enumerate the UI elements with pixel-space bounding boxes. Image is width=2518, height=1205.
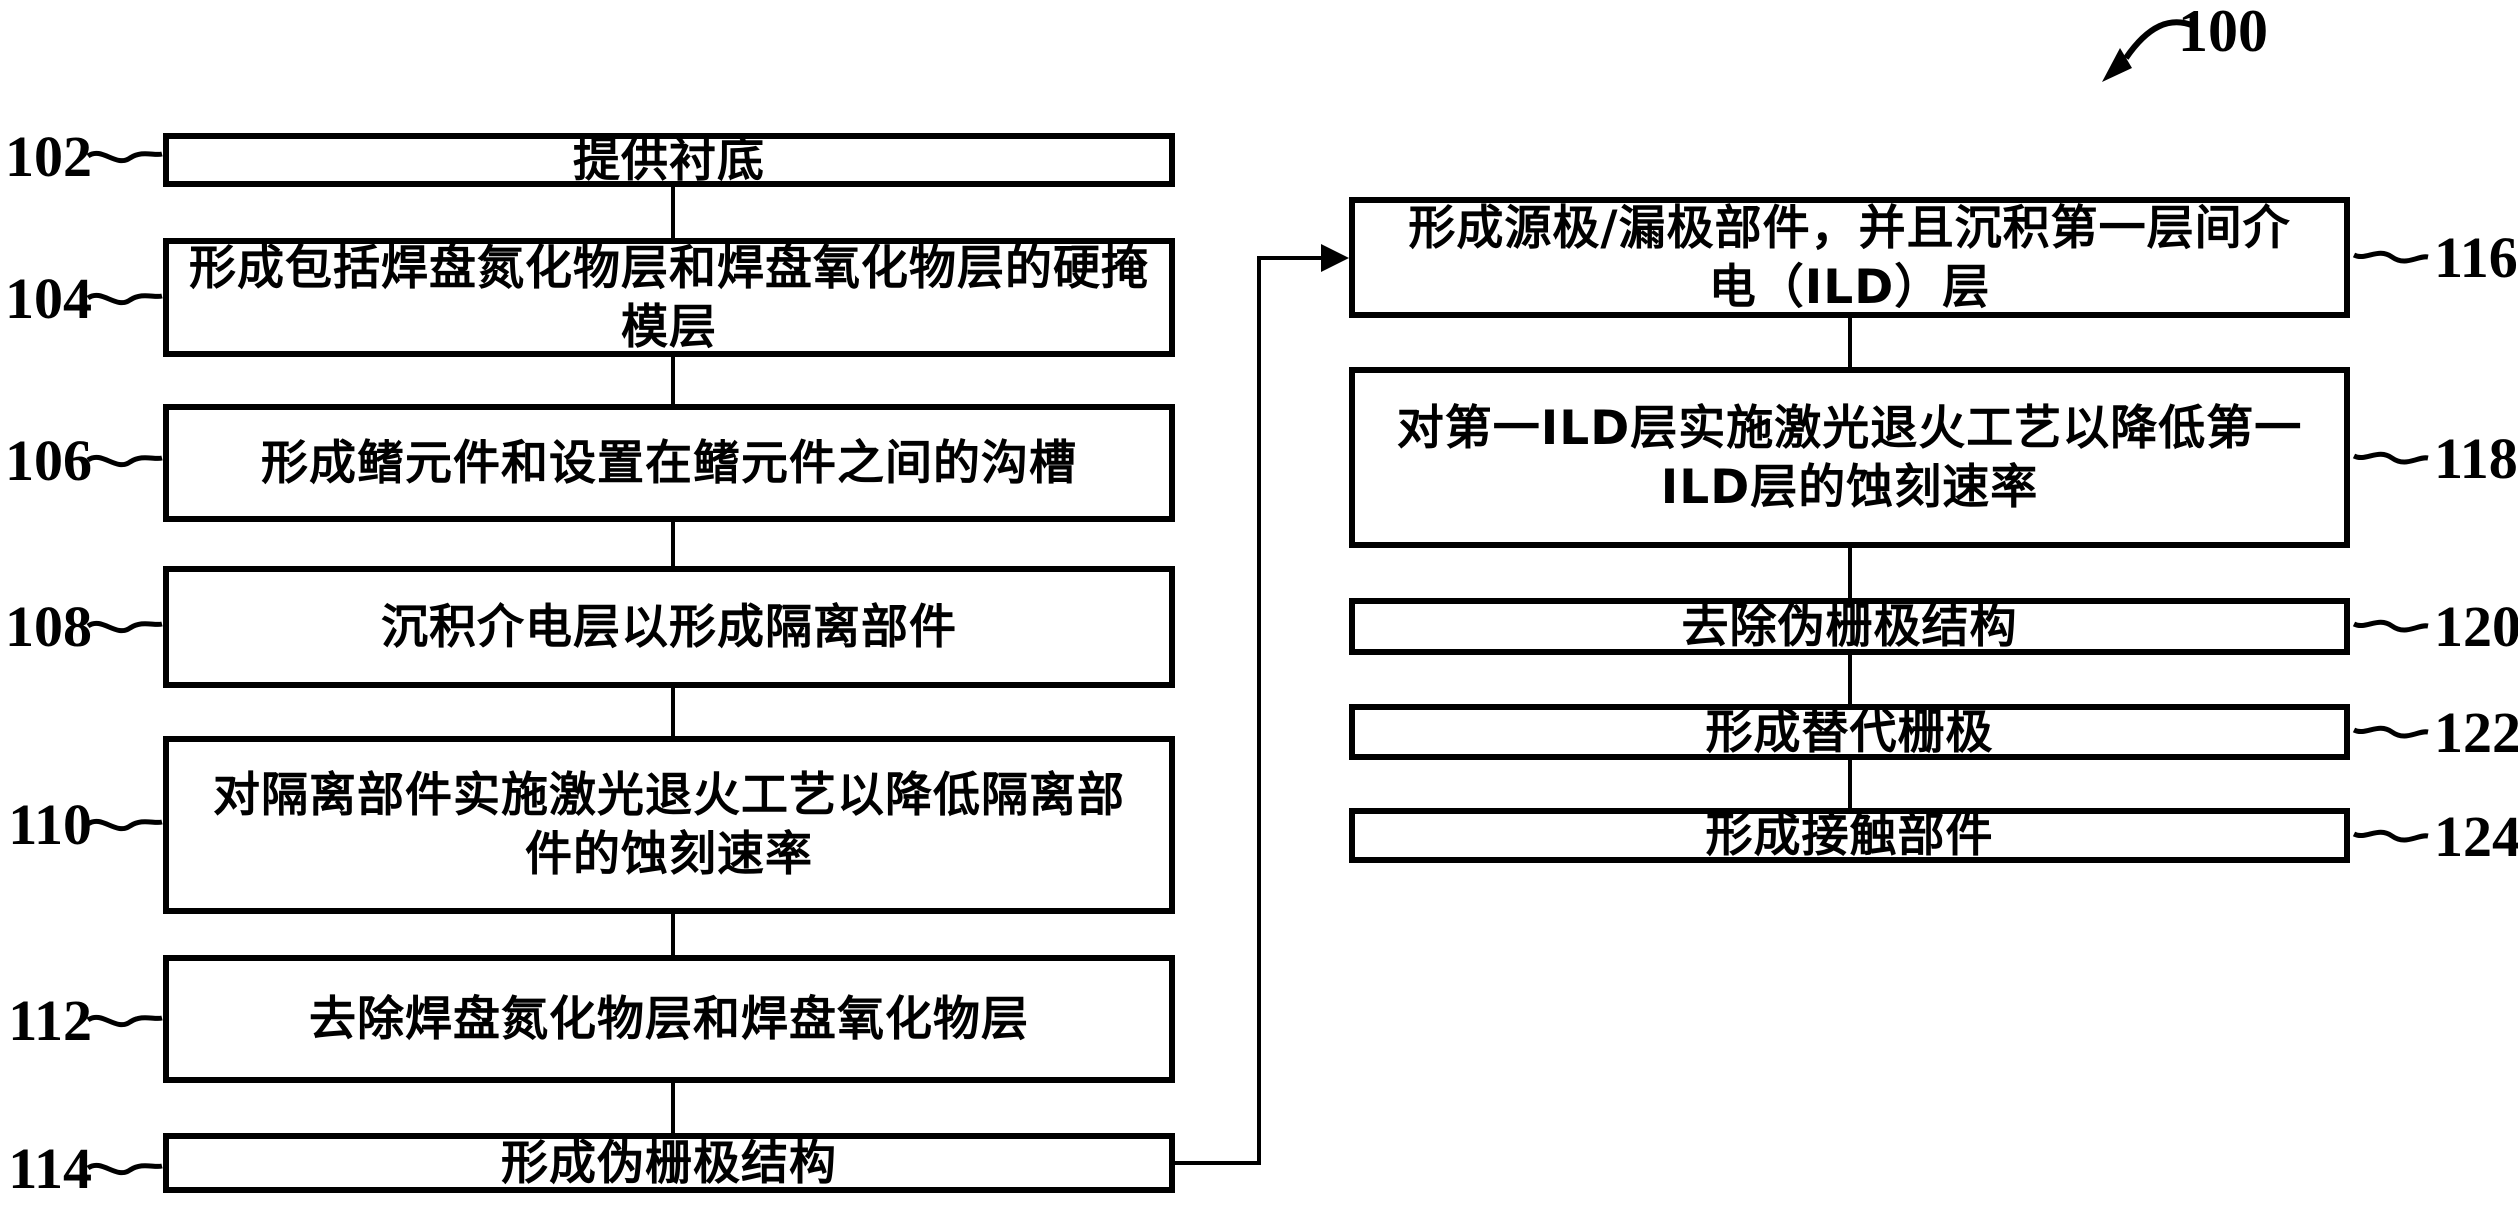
step-label-118: 118 xyxy=(2434,426,2518,491)
lead-line-106 xyxy=(86,455,163,467)
step-box-106: 形成鳍元件和设置在鳍元件之间的沟槽 xyxy=(163,404,1175,522)
step-box-120: 去除伪栅极结构 xyxy=(1349,598,2350,655)
lead-line-118 xyxy=(2352,451,2429,465)
lead-line-122 xyxy=(2352,725,2429,739)
flow-connector-120-122 xyxy=(1848,655,1852,704)
step-label-122: 122 xyxy=(2434,700,2518,765)
step-label-112: 112 xyxy=(8,988,92,1053)
step-label-124: 124 xyxy=(2434,804,2518,869)
step-label-108: 108 xyxy=(5,594,92,659)
flow-connector-118-120 xyxy=(1848,548,1852,598)
figure-ref-arrow-icon xyxy=(2102,19,2196,82)
flow-connector-104-106 xyxy=(671,357,675,404)
lead-line-124 xyxy=(2352,829,2429,843)
step-label-120: 120 xyxy=(2434,594,2518,659)
step-box-108: 沉积介电层以形成隔离部件 xyxy=(163,566,1175,688)
lead-line-104 xyxy=(86,293,163,305)
flow-connector-112-114 xyxy=(671,1083,675,1133)
step-label-110: 110 xyxy=(8,792,92,857)
step-box-118: 对第一ILD层实施激光退火工艺以降低第一 ILD层的蚀刻速率 xyxy=(1349,367,2350,548)
step-box-104: 形成包括焊盘氮化物层和焊盘氧化物层的硬掩 模层 xyxy=(163,238,1175,357)
flow-connector-108-110 xyxy=(671,688,675,736)
flow-connector-122-124 xyxy=(1848,760,1852,808)
lead-line-108 xyxy=(86,621,163,633)
flow-connector-110-112 xyxy=(671,914,675,955)
step-label-106: 106 xyxy=(5,428,92,493)
step-box-112: 去除焊盘氮化物层和焊盘氧化物层 xyxy=(163,955,1175,1083)
bridge-connector-horizontal-top xyxy=(1257,256,1323,260)
lead-line-110 xyxy=(86,819,163,831)
flow-connector-116-118 xyxy=(1848,318,1852,367)
step-box-102: 提供衬底 xyxy=(163,133,1175,188)
lead-line-102 xyxy=(86,151,163,163)
bridge-connector-horizontal-bottom xyxy=(1175,1161,1261,1165)
step-label-104: 104 xyxy=(5,266,92,331)
lead-line-116 xyxy=(2352,250,2429,264)
flow-connector-106-108 xyxy=(671,522,675,566)
flow-connector-102-104 xyxy=(671,187,675,238)
bridge-connector-vertical xyxy=(1257,256,1261,1165)
step-box-122: 形成替代栅极 xyxy=(1349,704,2350,760)
figure-ref-label: 100 xyxy=(2178,0,2268,64)
step-label-116: 116 xyxy=(2434,225,2518,290)
step-box-110: 对隔离部件实施激光退火工艺以降低隔离部 件的蚀刻速率 xyxy=(163,736,1175,914)
lead-line-120 xyxy=(2352,619,2429,633)
step-box-114: 形成伪栅极结构 xyxy=(163,1133,1175,1193)
lead-line-112 xyxy=(86,1015,163,1027)
step-box-116: 形成源极/漏极部件，并且沉积第一层间介 电（ILD）层 xyxy=(1349,197,2350,318)
step-label-114: 114 xyxy=(8,1136,92,1201)
arrowhead-into-116-icon xyxy=(1321,244,1349,272)
step-label-102: 102 xyxy=(5,124,92,189)
step-box-124: 形成接触部件 xyxy=(1349,808,2350,863)
lead-line-114 xyxy=(86,1163,163,1175)
